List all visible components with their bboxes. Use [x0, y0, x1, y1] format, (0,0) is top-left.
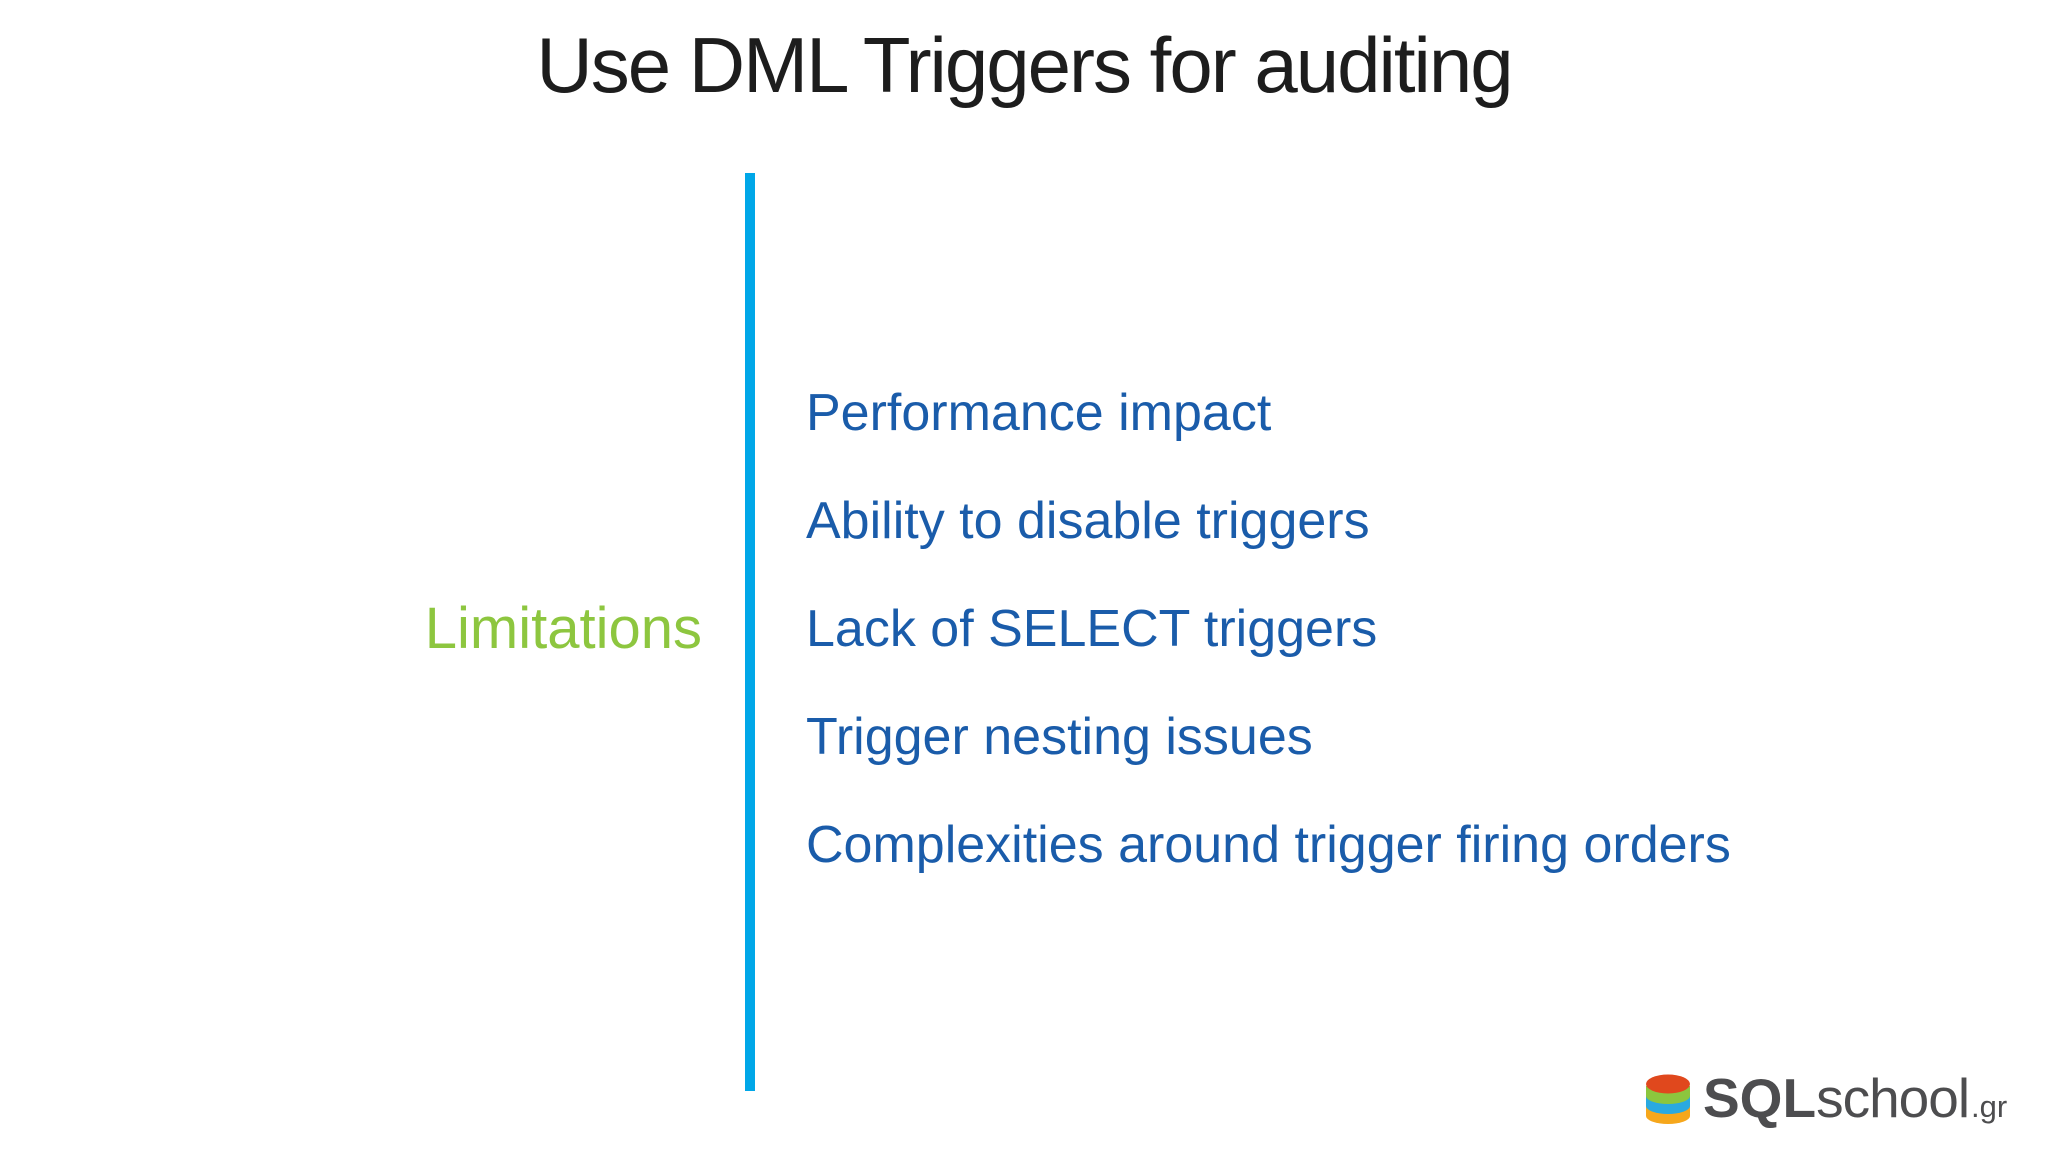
- list-item: Ability to disable triggers: [806, 492, 1370, 550]
- list-item: Performance impact: [806, 384, 1272, 442]
- limitations-label: Limitations: [424, 596, 702, 661]
- list-item: Trigger nesting issues: [806, 708, 1313, 766]
- logo-tld-text: .gr: [1971, 1089, 2008, 1124]
- logo-school-text: school: [1816, 1067, 1970, 1129]
- list-item: Lack of SELECT triggers: [806, 600, 1378, 658]
- database-icon: [1646, 1074, 1690, 1124]
- logo-sql-text: SQL: [1703, 1067, 1817, 1129]
- slide-title: Use DML Triggers for auditing: [536, 21, 1513, 109]
- list-item: Complexities around trigger firing order…: [806, 816, 1731, 874]
- limitations-list: Performance impact Ability to disable tr…: [806, 359, 1956, 899]
- sqlschool-logo: SQL school .gr: [1643, 1066, 2007, 1130]
- logo-wordmark: SQL school .gr: [1703, 1066, 2007, 1130]
- vertical-divider: [745, 173, 755, 1091]
